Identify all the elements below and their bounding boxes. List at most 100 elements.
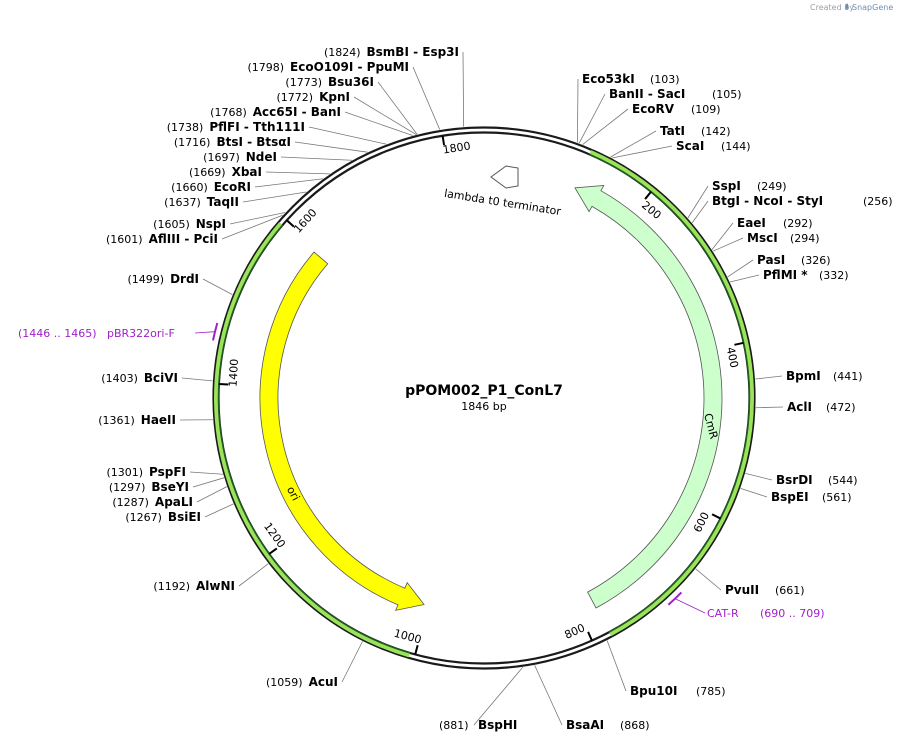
enzyme-leader-line bbox=[377, 81, 418, 135]
enzyme-leader-line bbox=[712, 237, 744, 252]
enzyme-site-acui[interactable]: AcuI(1059) bbox=[266, 641, 363, 689]
enzyme-site-ecoo109i[interactable]: EcoO109I - PpuMI(1798) bbox=[247, 60, 441, 130]
enzyme-site-bseyi[interactable]: BseYI(1297) bbox=[109, 477, 225, 494]
enzyme-site-bspei[interactable]: BspEI(561) bbox=[740, 487, 852, 504]
enzyme-label: AflIII - PciI bbox=[149, 232, 218, 246]
enzyme-leader-line bbox=[229, 212, 286, 225]
enzyme-site-bsaai[interactable]: BsaAI(868) bbox=[534, 665, 650, 732]
feature-strand-ori bbox=[217, 224, 411, 654]
enzyme-leader-line bbox=[755, 375, 783, 380]
enzyme-site-msci[interactable]: MscI(294) bbox=[712, 231, 820, 252]
enzyme-site-pvuii[interactable]: PvuII(661) bbox=[695, 568, 805, 597]
enzyme-site-pflfi[interactable]: PflFI - Tth111I(1738) bbox=[167, 120, 387, 145]
enzyme-label: NdeI bbox=[246, 150, 277, 164]
enzyme-site-pspfi[interactable]: PspFI(1301) bbox=[106, 465, 223, 479]
feature-label-lambda-t0-terminator: lambda t0 terminator bbox=[443, 187, 562, 218]
enzyme-position: (1267) bbox=[125, 511, 162, 524]
enzyme-position: (1601) bbox=[106, 233, 143, 246]
enzyme-position: (441) bbox=[833, 370, 863, 383]
enzyme-site-eaei[interactable]: EaeI(292) bbox=[711, 216, 813, 250]
enzyme-site-ndei[interactable]: NdeI(1697) bbox=[203, 150, 352, 164]
enzyme-leader-line bbox=[473, 666, 524, 726]
enzyme-site-bpu10i[interactable]: Bpu10I(785) bbox=[606, 640, 726, 698]
enzyme-leader-line bbox=[745, 472, 773, 481]
enzyme-label: BtgI - NcoI - StyI bbox=[712, 194, 823, 208]
enzyme-site-btsi[interactable]: BtsI - BtsαI(1716) bbox=[174, 135, 368, 153]
enzyme-label: PspFI bbox=[149, 465, 186, 479]
enzyme-site-bsiei[interactable]: BsiEI (1267) bbox=[125, 503, 234, 524]
enzyme-leader-line bbox=[727, 259, 754, 278]
enzyme-label: EcoRI bbox=[214, 180, 251, 194]
backbone-outer-strand bbox=[212, 126, 756, 670]
feature-highlight-cmr bbox=[589, 150, 754, 637]
enzyme-leader-line bbox=[204, 503, 234, 518]
enzyme-label: BsiEI bbox=[168, 510, 201, 524]
enzyme-label: NspI bbox=[196, 217, 226, 231]
tick-mark-600 bbox=[711, 513, 721, 520]
enzyme-position: (105) bbox=[712, 88, 742, 101]
enzyme-leader-line bbox=[341, 641, 363, 683]
enzyme-position: (1716) bbox=[174, 136, 211, 149]
enzyme-site-xbai[interactable]: XbaI(1669) bbox=[189, 165, 330, 179]
enzyme-site-btgi[interactable]: BtgI - NcoI - StyI(256) bbox=[691, 194, 893, 224]
enzyme-position: (472) bbox=[826, 401, 856, 414]
enzyme-site-bpmi[interactable]: BpmI(441) bbox=[755, 369, 863, 383]
enzyme-site-pflmi[interactable]: PflMI *(332) bbox=[729, 268, 849, 283]
enzyme-label: BspHI bbox=[478, 718, 517, 732]
enzyme-site-nspi[interactable]: NspI (1605) bbox=[153, 212, 286, 231]
enzyme-position: (1605) bbox=[153, 218, 190, 231]
enzyme-site-bsu36i[interactable]: Bsu36I(1773) bbox=[285, 75, 418, 135]
enzyme-leader-line bbox=[221, 214, 283, 240]
enzyme-site-banii[interactable]: BanII - SacI(105) bbox=[578, 87, 742, 144]
enzyme-site-eco53ki[interactable]: Eco53kI(103) bbox=[577, 72, 680, 143]
enzyme-site-bsrdi[interactable]: BsrDI(544) bbox=[745, 472, 858, 487]
tick-mark-1600 bbox=[286, 219, 295, 228]
enzyme-position: (292) bbox=[783, 217, 813, 230]
enzyme-site-sspi[interactable]: SspI(249) bbox=[687, 179, 787, 219]
enzyme-leader-line bbox=[254, 178, 324, 188]
primer-pbr322ori-f[interactable]: (1446 .. 1465)pBR322ori-F bbox=[18, 322, 219, 341]
enzyme-site-acc65i[interactable]: Acc65I - BanI(1768) bbox=[210, 105, 413, 136]
enzyme-position: (1660) bbox=[171, 181, 208, 194]
enzyme-site-taqii[interactable]: TaqII(1637) bbox=[164, 191, 307, 209]
enzyme-site-pasi[interactable]: PasI(326) bbox=[727, 253, 831, 278]
primer-name: pBR322ori-F bbox=[107, 327, 175, 340]
feature-arrow-lambda-t0-terminator[interactable] bbox=[490, 165, 519, 189]
enzyme-position: (1637) bbox=[164, 196, 201, 209]
enzyme-position: (1738) bbox=[167, 121, 204, 134]
enzyme-site-haeii[interactable]: HaeII(1361) bbox=[98, 413, 213, 427]
tick-label-600: 600 bbox=[691, 510, 712, 535]
watermark: Created by SnapGene bbox=[810, 3, 893, 12]
enzyme-position: (561) bbox=[822, 491, 852, 504]
enzyme-site-afliii[interactable]: AflIII - PciI (1601) bbox=[106, 214, 283, 246]
feature-arrow-ori[interactable] bbox=[259, 251, 425, 611]
enzyme-site-scai[interactable]: ScaI(144) bbox=[611, 139, 751, 159]
enzyme-position: (1287) bbox=[112, 496, 149, 509]
feature-highlight-ori bbox=[214, 222, 410, 658]
enzyme-site-apali[interactable]: ApaLI(1287) bbox=[112, 486, 228, 509]
enzyme-site-ecorv[interactable]: EcoRV(109) bbox=[582, 102, 721, 145]
primer-leader-line bbox=[674, 598, 706, 614]
enzyme-label: PvuII bbox=[725, 583, 759, 597]
enzyme-site-alwni[interactable]: AlwNI(1192) bbox=[153, 563, 269, 593]
primer-cat-r[interactable]: CAT-R(690 .. 709) bbox=[667, 591, 825, 620]
enzyme-site-drdi[interactable]: DrdI(1499) bbox=[127, 272, 233, 296]
tick-label-1200: 1200 bbox=[261, 520, 288, 550]
enzyme-site-tati[interactable]: TatI(142) bbox=[610, 124, 731, 158]
enzyme-layer: BsmBI - Esp3I(1824)EcoO109I - PpuMI(1798… bbox=[98, 45, 892, 732]
feature-arrow-cmr[interactable] bbox=[574, 184, 723, 609]
enzyme-site-bsmbi[interactable]: BsmBI - Esp3I(1824) bbox=[324, 45, 465, 127]
enzyme-site-bcivi[interactable]: BciVI(1403) bbox=[101, 371, 213, 385]
tick-mark-200 bbox=[644, 191, 652, 200]
snapgene-leaf-icon bbox=[845, 3, 849, 10]
enzyme-position: (1798) bbox=[247, 61, 284, 74]
enzyme-leader-line bbox=[344, 111, 413, 136]
enzyme-position: (785) bbox=[696, 685, 726, 698]
enzyme-site-kpni[interactable]: KpnI(1772) bbox=[277, 90, 417, 135]
enzyme-label: BseYI bbox=[151, 480, 189, 494]
enzyme-label: MscI bbox=[747, 231, 778, 245]
enzyme-site-bsphi[interactable]: BspHI(881) bbox=[439, 666, 524, 732]
enzyme-site-acli[interactable]: AclI(472) bbox=[755, 400, 856, 414]
enzyme-site-ecori[interactable]: EcoRI (1660) bbox=[171, 178, 324, 194]
